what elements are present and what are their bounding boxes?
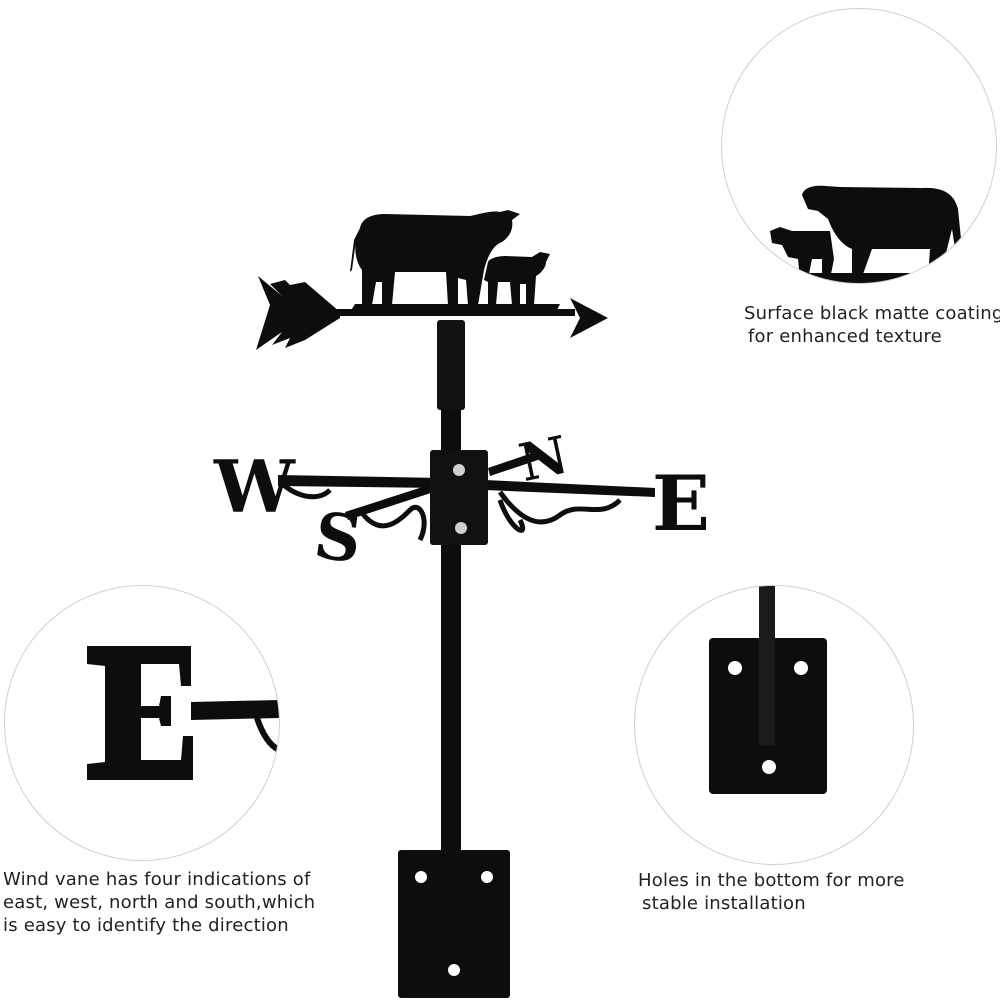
caption-holes: Holes in the bottom for more stable inst… (638, 869, 905, 915)
center-bracket (430, 450, 488, 545)
closeup-ground (762, 273, 972, 283)
caption-directions-line1: Wind vane has four indications of (3, 869, 311, 890)
bracket-screw-bottom (455, 522, 467, 534)
zoom-circle-texture (721, 8, 997, 284)
caption-texture-line2: for enhanced texture (748, 326, 942, 347)
calf-silhouette (484, 252, 550, 305)
caption-texture: Surface black matte coating for enhanced… (744, 302, 1000, 348)
compass-arm-south (345, 482, 440, 520)
plate-closeup-hole-left (728, 661, 742, 675)
letter-west: W (213, 444, 296, 529)
letter-e-closeup (87, 646, 279, 780)
bracket-screw-top (453, 464, 465, 476)
caption-holes-line2: stable installation (642, 893, 806, 914)
e-closeup-ornament (254, 717, 279, 753)
e-closeup-arm (191, 700, 279, 720)
letter-south: S (310, 498, 366, 579)
zoom-circle-directions (4, 585, 280, 861)
compass-arm-west (278, 475, 440, 488)
calf-closeup-silhouette (770, 227, 834, 279)
scroll-ornament-east (497, 490, 622, 533)
caption-directions: Wind vane has four indications of east, … (3, 868, 315, 937)
cow-closeup-silhouette (802, 185, 962, 277)
caption-directions-line2: east, west, north and south,which (3, 892, 316, 913)
plate-closeup-rod-front (759, 586, 775, 746)
plate-hole-top-left (415, 871, 427, 883)
letter-east: E (652, 459, 710, 548)
arrow-head (570, 298, 608, 338)
zoom-circle-holes (634, 585, 914, 865)
cow-closeup (762, 185, 972, 283)
compass-arm-east (485, 480, 655, 497)
plate-closeup-hole-bottom (762, 760, 776, 774)
caption-directions-line3: is easy to identify the direction (3, 915, 289, 936)
cow-silhouette (350, 210, 520, 305)
compass-arm-north (488, 452, 538, 476)
plate-hole-bottom (448, 964, 460, 976)
mounting-plate (398, 850, 510, 998)
arrow-shaft (330, 309, 575, 316)
arrow-tail (256, 276, 340, 350)
plate-closeup (709, 586, 827, 794)
plate-hole-top-right (481, 871, 493, 883)
caption-holes-line1: Holes in the bottom for more (638, 870, 905, 891)
plate-closeup-hole-right (794, 661, 808, 675)
cow-base (350, 304, 560, 312)
e-closeup-shape (87, 646, 193, 780)
scroll-ornament-west (278, 480, 427, 542)
caption-texture-line1: Surface black matte coating (744, 303, 1000, 324)
pole-collar (437, 320, 465, 410)
